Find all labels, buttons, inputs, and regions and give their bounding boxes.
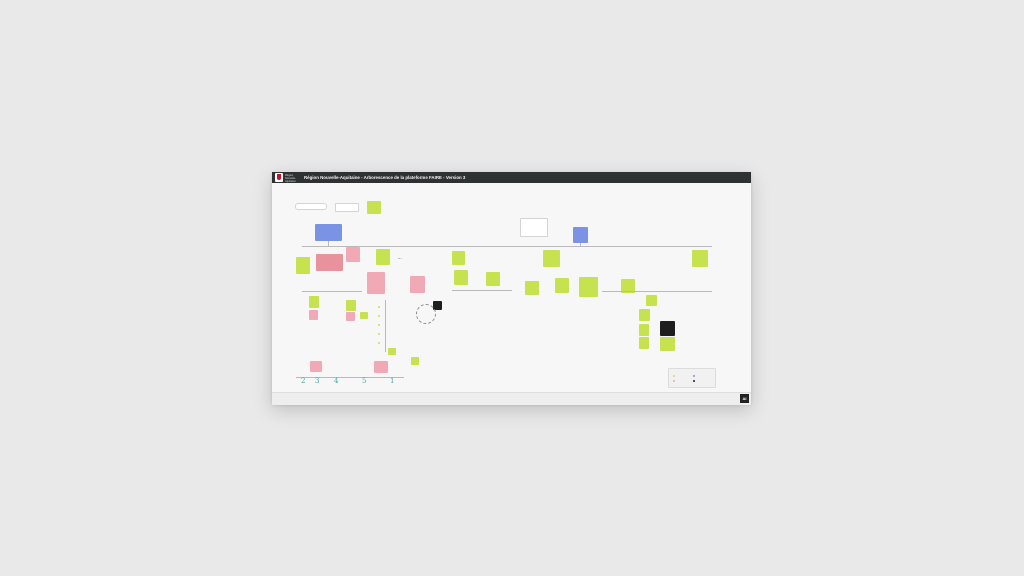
handwritten-number: 1 [390,377,395,385]
sticky-note [639,337,649,349]
legend-swatch [693,380,695,382]
sticky-note [639,309,650,321]
connector [385,300,386,352]
legend-swatch [693,375,695,377]
sticky-note [646,295,657,306]
sticky-note [310,361,322,372]
legend-swatch [673,375,675,377]
region-logo-text: Région Nouvelle-Aquitaine [285,174,296,183]
handwritten-number: 4 [334,377,339,385]
legend-box [668,368,716,388]
sticky-note [346,247,360,262]
sticky-note [579,277,598,297]
board-header: Région Nouvelle-Aquitaine Région Nouvell… [272,172,751,183]
handwritten-number: 2 [301,377,306,385]
board-footer: AI [272,392,751,405]
sticky-note [309,310,318,320]
legend-card [335,203,359,212]
sticky-note [376,249,390,265]
info-card [520,218,548,237]
blue-root-node [315,224,342,241]
connector [302,246,712,247]
list-bullet [378,315,380,317]
sticky-note [346,312,355,321]
sticky-note [452,251,465,265]
diagram-board: Région Nouvelle-Aquitaine Région Nouvell… [272,172,751,405]
blue-node [573,227,588,243]
sticky-note [360,312,368,319]
sticky-note [543,250,560,267]
list-bullet [378,324,380,326]
connector [328,241,329,246]
legend-pill [295,203,327,210]
connector [580,243,581,246]
node-label: ▪ ▪ ▪ [398,258,402,260]
sticky-note [639,324,649,336]
list-bullet [378,333,380,335]
legend-swatch [673,380,675,382]
sticky-note [621,279,635,293]
sticky-note [367,201,381,214]
board-title: Région Nouvelle-Aquitaine - Arborescence… [304,175,466,180]
sticky-note [367,272,385,294]
black-node [433,301,442,310]
sticky-note [411,357,419,365]
list-bullet [378,342,380,344]
ai-badge[interactable]: AI [740,394,749,403]
connector [602,291,712,292]
pink-node [316,254,343,271]
connector [296,377,404,378]
sticky-note [525,281,539,295]
list-bullet [378,306,380,308]
grouping-circle [416,304,436,324]
sticky-note [309,296,319,308]
sticky-note [388,348,396,355]
connector [452,290,512,291]
sticky-note [692,250,708,267]
handwritten-number: 3 [315,377,320,385]
sticky-note [486,272,500,286]
sticky-note [346,300,356,311]
region-logo [275,173,283,182]
sticky-note [374,361,388,373]
sticky-note [410,276,425,293]
sticky-note [296,257,310,274]
connector [302,291,362,292]
sticky-note [555,278,569,293]
sticky-note [660,337,675,351]
sticky-note [454,270,468,285]
handwritten-number: 5 [362,377,367,385]
black-node [660,321,675,336]
